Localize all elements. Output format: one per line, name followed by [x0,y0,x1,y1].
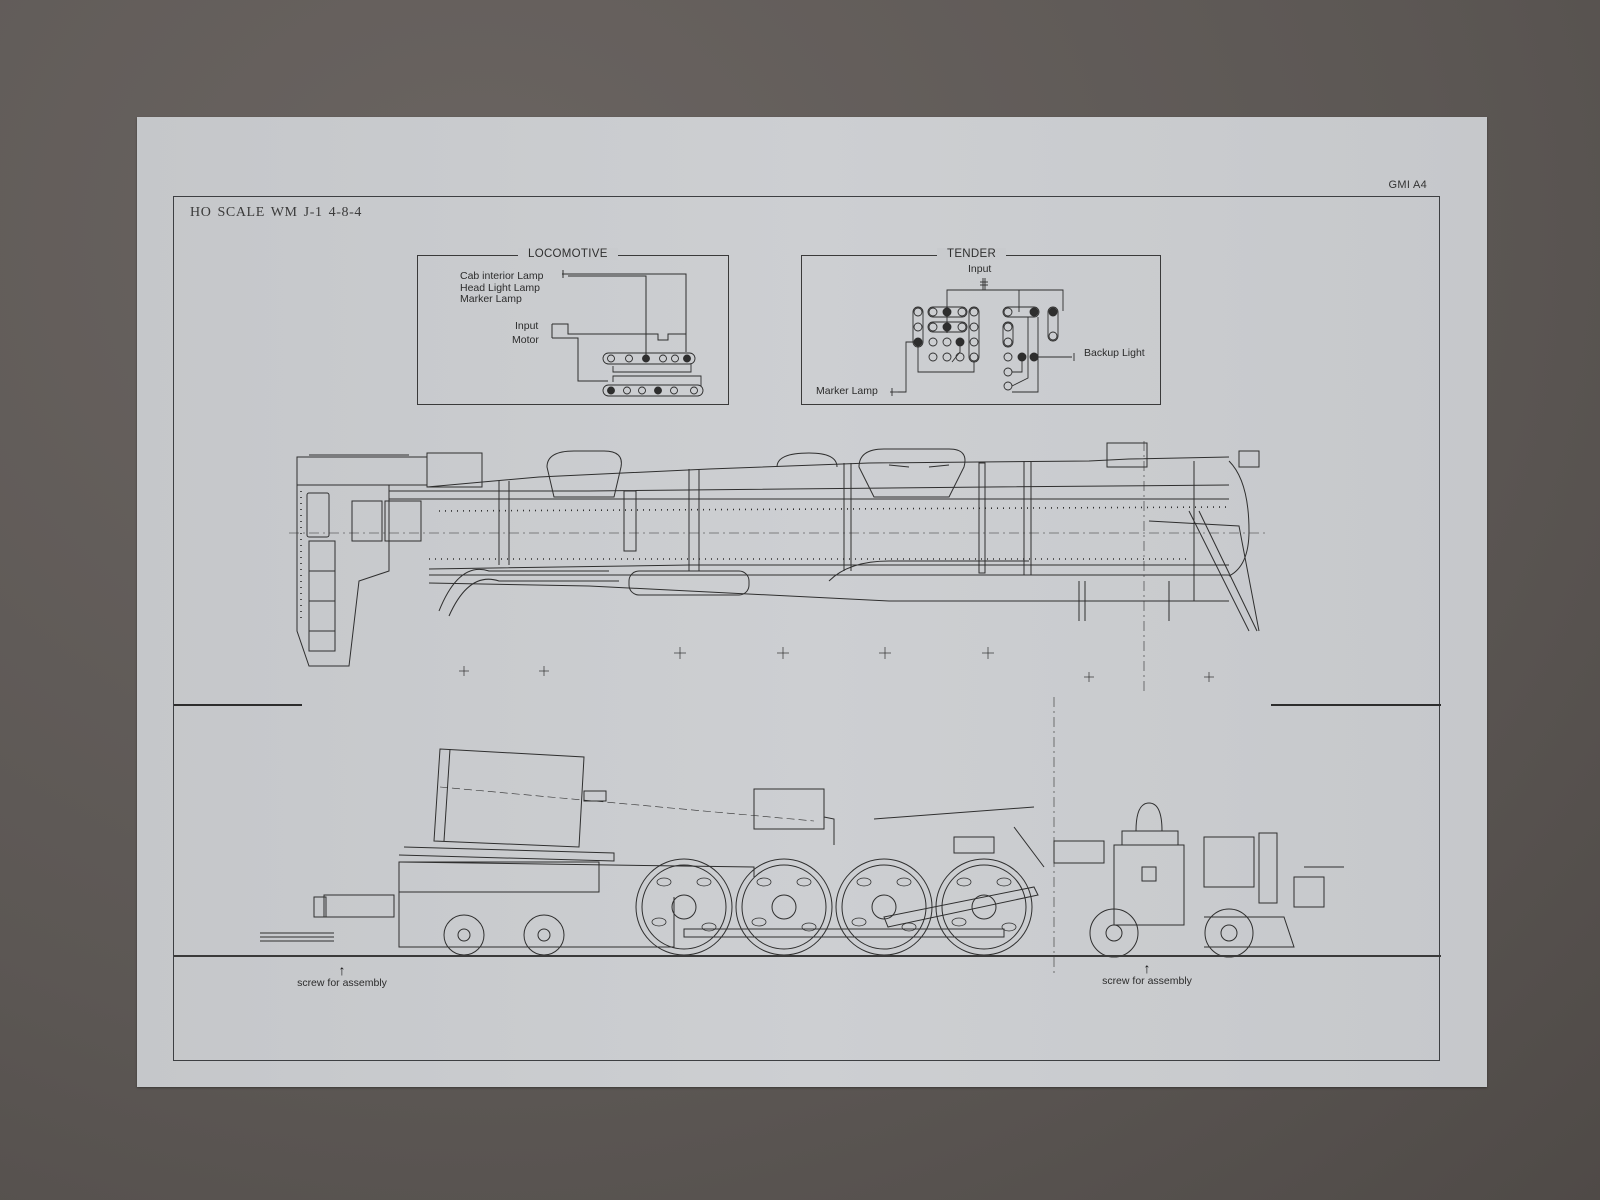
sheet-title: HO SCALE WM J-1 4-8-4 [190,205,363,220]
tender-wiring-box: TENDER Input Backup Light Marker Lamp [801,248,1161,405]
tender-heading: TENDER [937,248,1007,260]
drawing-frame: HO SCALE WM J-1 4-8-4 LOCOMOTIVE Cab int… [173,196,1441,1061]
locomotive-wiring-diagram [551,270,704,397]
locomotive-wiring-box: LOCOMOTIVE Cab interior Lamp Head Light … [417,248,729,405]
base-strip-line [174,955,1441,957]
drawing-sheet: GMI A4 HO SCALE WM J-1 4-8-4 LOCOMOTIVE … [137,117,1487,1087]
locomotive-heading: LOCOMOTIVE [518,248,618,260]
tender-wiring-diagram [890,278,1075,396]
section-divider-right [1271,704,1441,706]
motor-label: Motor [512,334,539,346]
sheet-code: GMI A4 [1388,179,1427,191]
up-arrow-icon: ↑ [1143,960,1151,976]
backup-light-label: Backup Light [1084,347,1145,359]
section-divider-left [174,704,302,706]
marker-lamp-label: Marker Lamp [460,293,522,305]
headlight-label: Head Light Lamp [460,282,540,294]
screw-label-left: screw for assembly [297,977,387,989]
cab-lamp-label: Cab interior Lamp [460,270,544,282]
tender-marker-lamp-label: Marker Lamp [816,385,878,397]
input-label: Input [515,320,539,332]
screw-annotation-right: ↑ screw for assembly [1067,961,1227,987]
locomotive-side-view-drawing [260,697,1344,977]
screw-annotation-left: ↑ screw for assembly [262,963,422,989]
locomotive-top-view-drawing [289,441,1269,691]
tender-input-label: Input [968,263,992,275]
up-arrow-icon: ↑ [338,962,346,978]
screw-label-right: screw for assembly [1102,975,1192,987]
